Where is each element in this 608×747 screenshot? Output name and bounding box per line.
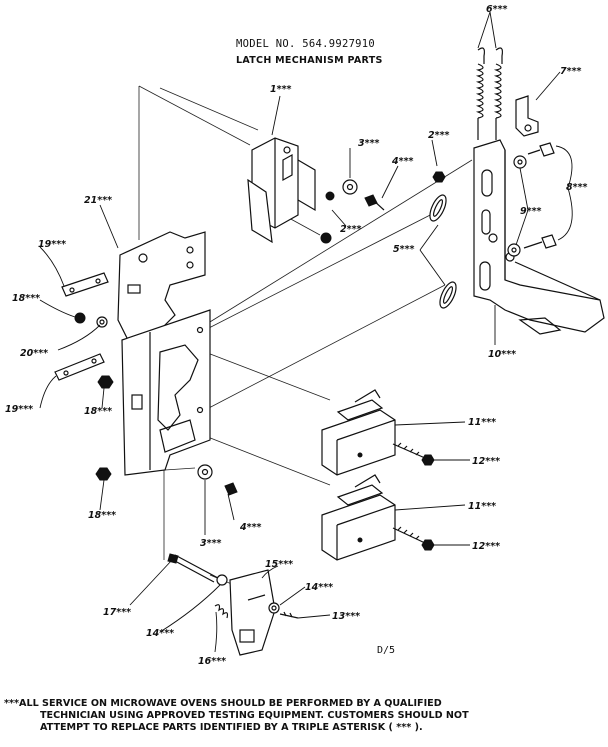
latch-plate-part-10 [473,139,605,335]
latch-body [121,309,211,476]
note-line-3: ATTEMPT TO REPLACE PARTS IDENTIFIED BY A… [40,722,423,733]
reference-code: D/5 [377,645,396,656]
service-warning-note: ***ALL SERVICE ON MICROWAVE OVENS SHOULD… [4,698,604,734]
label-part-6: 6*** [486,4,508,15]
diagram-title: LATCH MECHANISM PARTS [236,55,383,66]
label-part-11b: 11*** [468,501,496,512]
label-part-13: 13*** [332,611,360,622]
label-part-3a: 3*** [358,138,380,149]
label-part-5: 5*** [393,244,415,255]
label-part-17: 17*** [103,607,131,618]
label-part-19b: 19*** [5,404,33,415]
label-leaders [39,11,573,653]
label-part-18a: 18*** [12,293,40,304]
latch-arm-part-7 [515,95,539,137]
label-part-14b: 14*** [146,628,174,639]
left-small-parts [54,272,114,481]
screws-part-8-9 [507,142,557,257]
mounting-plate-part-21 [117,231,206,341]
note-line-1: ***ALL SERVICE ON MICROWAVE OVENS SHOULD… [4,698,442,709]
label-part-4a: 4*** [391,156,414,167]
part-labels: 1*** 2*** 2*** 3*** 3*** 4*** 4*** 5*** … [5,4,588,667]
label-part-1: 1*** [270,84,292,95]
label-part-16: 16*** [198,656,226,667]
label-part-19a: 19*** [38,239,66,250]
label-part-7: 7*** [560,66,582,77]
label-part-11a: 11*** [468,417,496,428]
label-part-2a: 2*** [428,130,450,141]
note-line-2: TECHNICIAN USING APPROVED TESTING EQUIPM… [40,710,469,721]
label-part-12b: 12*** [472,541,500,552]
label-part-3b: 3*** [200,538,222,549]
microswitch-lower-part-11 [321,474,396,561]
label-part-8: 8*** [566,182,588,193]
label-part-15: 15*** [265,559,293,570]
label-part-21: 21*** [84,195,112,206]
model-number: MODEL NO. 564.9927910 [236,38,376,50]
lower-lever-assembly [167,553,299,656]
label-part-10: 10*** [488,349,516,360]
springs-part-6 [475,47,503,140]
label-part-20: 20*** [20,348,48,359]
label-part-12a: 12*** [472,456,500,467]
screws-part-12 [392,442,435,551]
lower-screw-group [197,464,238,496]
label-part-14a: 14*** [305,582,333,593]
latch-bracket-part-1 [247,137,316,244]
label-part-18c: 18*** [88,510,116,521]
label-part-2b: 2*** [340,224,362,235]
label-part-4b: 4*** [239,522,262,533]
microswitch-upper-part-11 [321,389,396,476]
label-part-9: 9*** [520,206,542,217]
screw-group-upper [320,171,446,244]
label-part-18b: 18*** [84,406,112,417]
cam-parts-5 [429,194,457,309]
